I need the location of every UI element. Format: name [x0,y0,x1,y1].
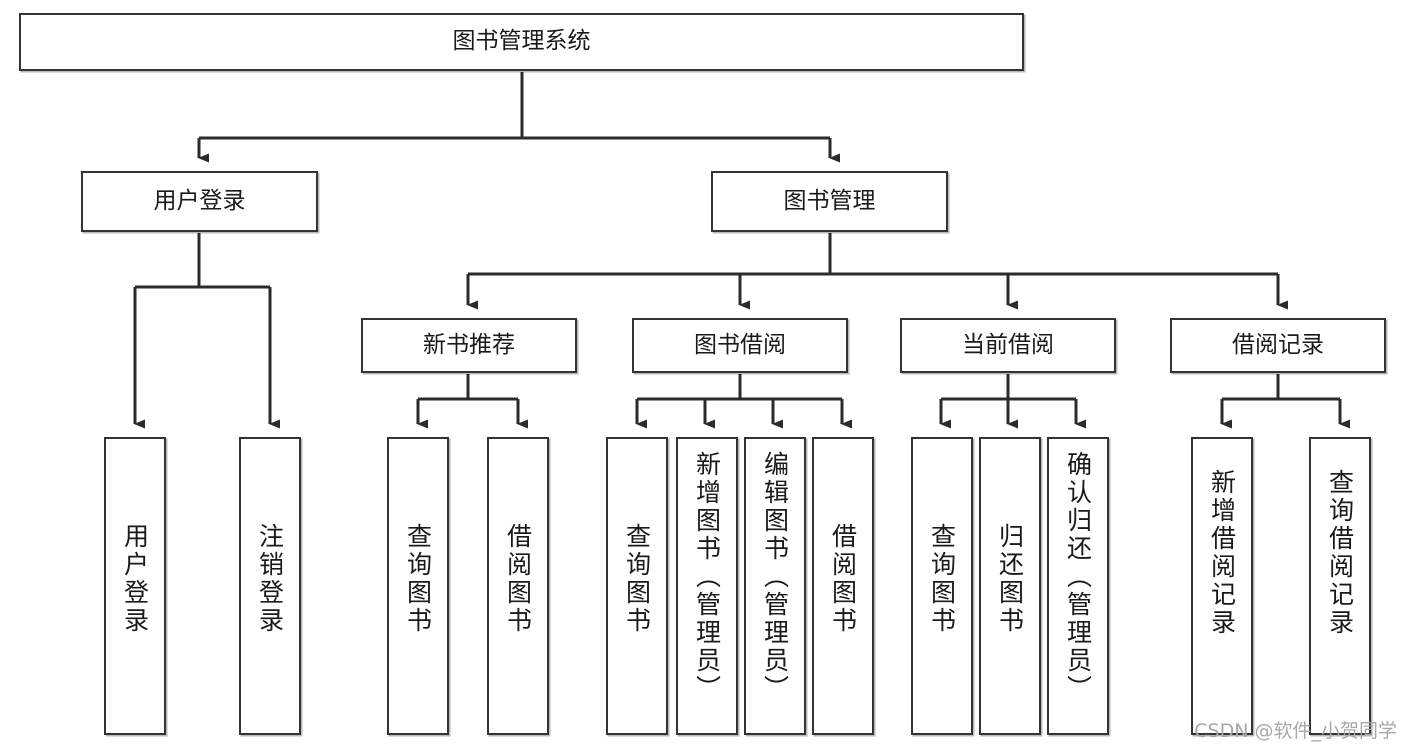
leaf-add-borrow-record[interactable]: 新增借阅记录 [1191,437,1253,735]
leaf-borrow-book-new-recommendation[interactable]: 借阅图书 [487,437,549,735]
node-label: 新书推荐 [423,331,515,358]
leaf-label: 借阅图书 [828,523,858,635]
node-root-book-management-system[interactable]: 图书管理系统 [19,13,1024,71]
leaf-label: 查询图书 [403,523,433,635]
leaf-label: 编辑图书（管理员） [760,451,790,703]
leaf-return-book[interactable]: 归还图书 [979,437,1041,735]
leaf-label: 归还图书 [995,523,1025,635]
node-book-management[interactable]: 图书管理 [711,171,948,232]
node-user-login[interactable]: 用户登录 [81,171,318,232]
node-current-borrowing[interactable]: 当前借阅 [900,318,1116,373]
leaf-label: 查询借阅记录 [1325,469,1355,637]
leaf-label: 确认归还（管理员） [1063,451,1093,703]
leaf-label: 新增借阅记录 [1207,469,1237,637]
node-label: 图书管理系统 [452,28,591,55]
leaf-borrow-book-borrowing[interactable]: 借阅图书 [812,437,874,735]
leaf-label: 注销登录 [255,523,285,635]
leaf-edit-book-admin[interactable]: 编辑图书（管理员） [744,437,806,735]
leaf-query-book-borrowing[interactable]: 查询图书 [606,437,668,735]
leaf-label: 查询图书 [622,523,652,635]
leaf-add-book-admin[interactable]: 新增图书（管理员） [676,437,738,735]
leaf-query-book-current[interactable]: 查询图书 [911,437,973,735]
node-label: 用户登录 [153,187,246,214]
node-label: 图书借阅 [694,331,786,358]
node-label: 借阅记录 [1232,331,1324,358]
leaf-logout[interactable]: 注销登录 [239,437,301,735]
node-new-book-recommendation[interactable]: 新书推荐 [361,318,577,373]
leaf-label: 查询图书 [927,523,957,635]
node-label: 当前借阅 [962,331,1054,358]
leaf-query-borrow-record[interactable]: 查询借阅记录 [1309,437,1371,735]
leaf-user-login[interactable]: 用户登录 [104,437,166,735]
leaf-query-book-new-recommendation[interactable]: 查询图书 [387,437,449,735]
leaf-label: 借阅图书 [503,523,533,635]
node-borrowing-record[interactable]: 借阅记录 [1170,318,1386,373]
node-book-borrowing[interactable]: 图书借阅 [632,318,848,373]
node-label: 图书管理 [783,187,876,214]
leaf-confirm-return-admin[interactable]: 确认归还（管理员） [1047,437,1109,735]
leaf-label: 用户登录 [120,523,150,635]
watermark-text: CSDN @软件_小贺同学 [1194,720,1397,742]
leaf-label: 新增图书（管理员） [692,451,722,703]
